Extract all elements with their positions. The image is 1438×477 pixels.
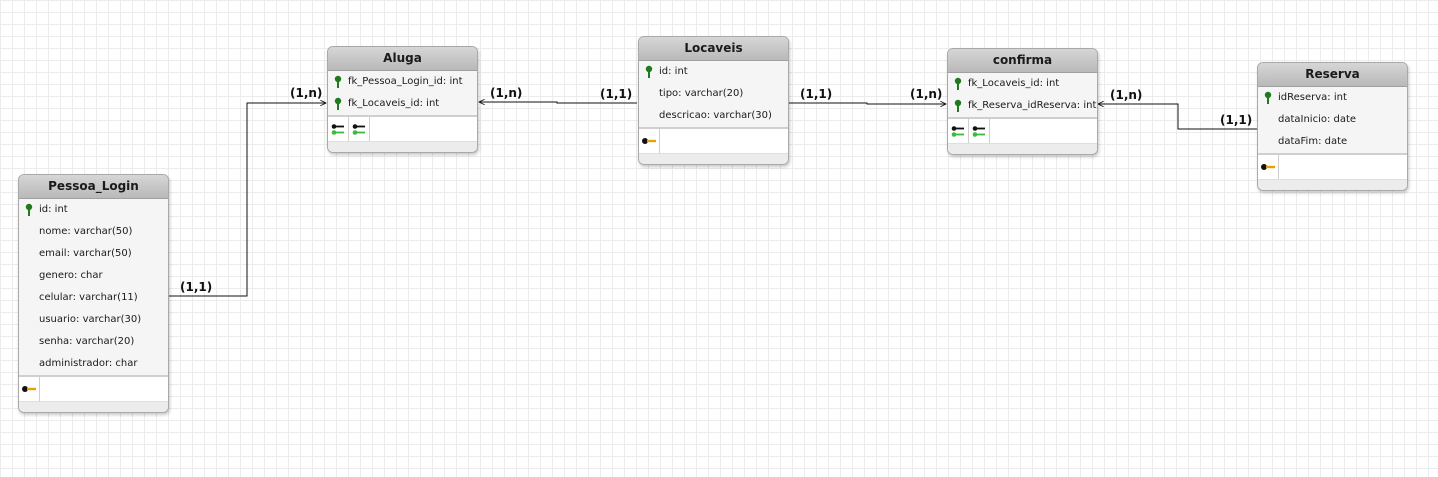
entity-footer — [328, 141, 477, 152]
attribute-row[interactable]: fk_Reserva_idReserva: int — [948, 95, 1097, 117]
foreign-key-icon — [954, 77, 962, 90]
cardinality-label: (1,n) — [1110, 88, 1143, 102]
entity-footer — [1258, 179, 1407, 190]
attribute-label: fk_Locaveis_id: int — [348, 98, 440, 109]
attribute-label: nome: varchar(50) — [39, 226, 133, 237]
primary-key-icon — [25, 203, 33, 216]
entity-footer — [948, 143, 1097, 154]
attribute-row[interactable]: senha: varchar(20) — [19, 331, 168, 353]
entity-title[interactable]: confirma — [948, 49, 1097, 73]
attribute-label: celular: varchar(11) — [39, 292, 138, 303]
attribute-row[interactable]: id: int — [639, 61, 788, 83]
key-pair-icon — [349, 117, 370, 141]
attribute-row[interactable]: id: int — [19, 199, 168, 221]
attribute-label: id: int — [39, 204, 68, 215]
entity-title[interactable]: Aluga — [328, 47, 477, 71]
attribute-row[interactable]: fk_Locaveis_id: int — [948, 73, 1097, 95]
entity-confirma[interactable]: confirma fk_Locaveis_id: int fk_Reserva_… — [947, 48, 1098, 155]
attribute-row[interactable]: fk_Locaveis_id: int — [328, 93, 477, 115]
attribute-label: id: int — [659, 66, 688, 77]
attribute-label: dataFim: date — [1278, 136, 1348, 147]
entity-pessoa-login[interactable]: Pessoa_Login id: int nome: varchar(50) e… — [18, 174, 169, 413]
attribute-label: tipo: varchar(20) — [659, 88, 744, 99]
attribute-row[interactable]: administrador: char — [19, 353, 168, 375]
attribute-label: administrador: char — [39, 358, 138, 369]
entity-reserva[interactable]: Reserva idReserva: int dataInicio: date … — [1257, 62, 1408, 191]
cardinality-label: (1,1) — [600, 87, 633, 101]
attribute-row[interactable]: email: varchar(50) — [19, 243, 168, 265]
connector-locaveis-confirma — [788, 103, 946, 104]
attribute-row[interactable]: celular: varchar(11) — [19, 287, 168, 309]
orange-key-icon — [19, 377, 40, 401]
entity-title[interactable]: Locaveis — [639, 37, 788, 61]
attribute-row[interactable]: usuario: varchar(30) — [19, 309, 168, 331]
cardinality-label: (1,n) — [910, 87, 943, 101]
orange-key-icon — [639, 129, 660, 153]
foreign-key-icon — [954, 99, 962, 112]
entity-aluga[interactable]: Aluga fk_Pessoa_Login_id: int fk_Locavei… — [327, 46, 478, 153]
methods-section — [948, 117, 1097, 143]
foreign-key-icon — [334, 75, 342, 88]
attribute-label: idReserva: int — [1278, 92, 1347, 103]
primary-key-icon — [1264, 91, 1272, 104]
connector-locaveis-aluga — [479, 102, 637, 103]
connector-pessoa-aluga — [168, 103, 326, 297]
entity-footer — [639, 153, 788, 164]
attribute-label: fk_Pessoa_Login_id: int — [348, 76, 463, 87]
cardinality-label: (1,n) — [290, 86, 323, 100]
attribute-row[interactable]: descricao: varchar(30) — [639, 105, 788, 127]
methods-section — [1258, 153, 1407, 179]
entity-title[interactable]: Pessoa_Login — [19, 175, 168, 199]
cardinality-label: (1,1) — [1220, 113, 1253, 127]
cardinality-label: (1,1) — [800, 87, 833, 101]
foreign-key-icon — [334, 97, 342, 110]
connector-reserva-confirma — [1098, 104, 1257, 130]
methods-section — [328, 115, 477, 141]
key-pair-icon — [969, 119, 990, 143]
entity-locaveis[interactable]: Locaveis id: int tipo: varchar(20) descr… — [638, 36, 789, 165]
attribute-label: senha: varchar(20) — [39, 336, 135, 347]
attribute-label: email: varchar(50) — [39, 248, 132, 259]
attribute-row[interactable]: nome: varchar(50) — [19, 221, 168, 243]
attribute-row[interactable]: idReserva: int — [1258, 87, 1407, 109]
attribute-label: usuario: varchar(30) — [39, 314, 142, 325]
attribute-row[interactable]: fk_Pessoa_Login_id: int — [328, 71, 477, 93]
key-pair-icon — [328, 117, 349, 141]
attribute-label: descricao: varchar(30) — [659, 110, 772, 121]
attribute-label: fk_Locaveis_id: int — [968, 78, 1060, 89]
entity-title[interactable]: Reserva — [1258, 63, 1407, 87]
methods-section — [639, 127, 788, 153]
attribute-row[interactable]: dataInicio: date — [1258, 109, 1407, 131]
attribute-row[interactable]: tipo: varchar(20) — [639, 83, 788, 105]
methods-section — [19, 375, 168, 401]
cardinality-label: (1,n) — [490, 86, 523, 100]
attribute-row[interactable]: genero: char — [19, 265, 168, 287]
cardinality-label: (1,1) — [180, 280, 213, 294]
attribute-label: dataInicio: date — [1278, 114, 1357, 125]
primary-key-icon — [645, 65, 653, 78]
orange-key-icon — [1258, 155, 1279, 179]
attribute-row[interactable]: dataFim: date — [1258, 131, 1407, 153]
attribute-label: fk_Reserva_idReserva: int — [968, 100, 1097, 111]
entity-footer — [19, 401, 168, 412]
attribute-label: genero: char — [39, 270, 103, 281]
key-pair-icon — [948, 119, 969, 143]
